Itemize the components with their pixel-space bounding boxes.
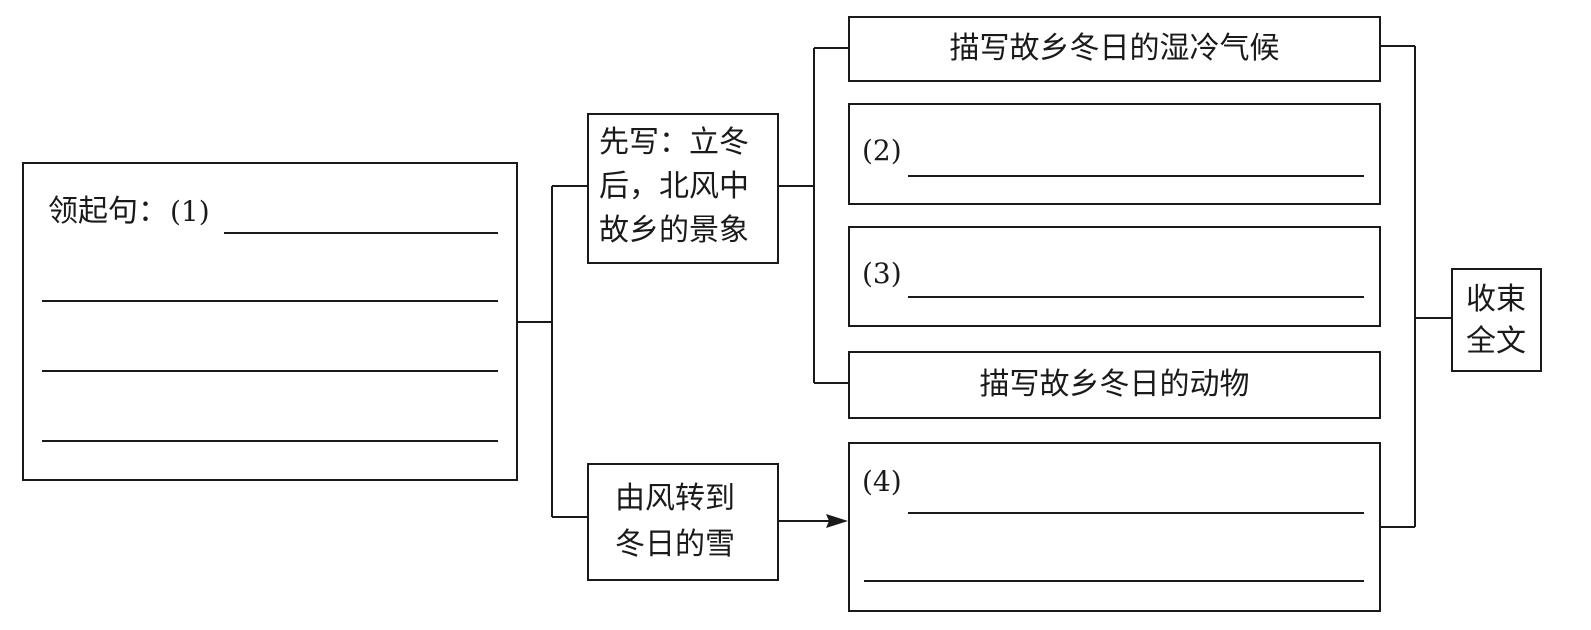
branch-snow-box: 由风转到 冬日的雪	[587, 463, 779, 581]
detail-animals-box: 描写故乡冬日的动物	[848, 351, 1381, 419]
answer-blank-1d[interactable]	[42, 440, 498, 442]
item-4-number: (4)	[862, 465, 902, 498]
ending-line-1: 收束	[1466, 282, 1526, 317]
lead-number: (1)	[170, 195, 210, 228]
answer-blank-3[interactable]	[908, 296, 1364, 298]
answer-blank-1b[interactable]	[42, 300, 498, 302]
lead-label: 领起句：	[48, 194, 168, 229]
arrow-head-icon	[826, 514, 848, 528]
ending-box: 收束 全文	[1451, 268, 1542, 372]
answer-blank-4b[interactable]	[864, 580, 1364, 582]
ending-line-2: 全文	[1466, 324, 1526, 359]
branch-bottom-line-1: 由风转到	[615, 481, 735, 516]
branch-north-wind-box: 先写：立冬 后，北风中 故乡的景象	[587, 113, 779, 264]
answer-blank-1c[interactable]	[42, 370, 498, 372]
detail-item-4-box: (4)	[848, 442, 1381, 612]
item-3-number: (3)	[862, 257, 902, 290]
answer-blank-1a[interactable]	[224, 232, 498, 234]
branch-top-line-2: 后，北风中	[599, 169, 749, 204]
detail-item-3-box: (3)	[848, 226, 1381, 327]
branch-top-line-3: 故乡的景象	[599, 213, 749, 248]
detail-item-2-box: (2)	[848, 103, 1381, 205]
detail-climate-text: 描写故乡冬日的湿冷气候	[949, 31, 1280, 66]
lead-sentence-box: 领起句： (1)	[22, 162, 518, 481]
answer-blank-4a[interactable]	[908, 512, 1364, 514]
item-2-number: (2)	[862, 134, 902, 167]
answer-blank-2[interactable]	[908, 175, 1364, 177]
branch-top-line-1: 先写：立冬	[599, 125, 749, 160]
detail-animals-text: 描写故乡冬日的动物	[979, 367, 1250, 402]
branch-bottom-line-2: 冬日的雪	[615, 527, 735, 562]
detail-climate-box: 描写故乡冬日的湿冷气候	[848, 16, 1381, 82]
